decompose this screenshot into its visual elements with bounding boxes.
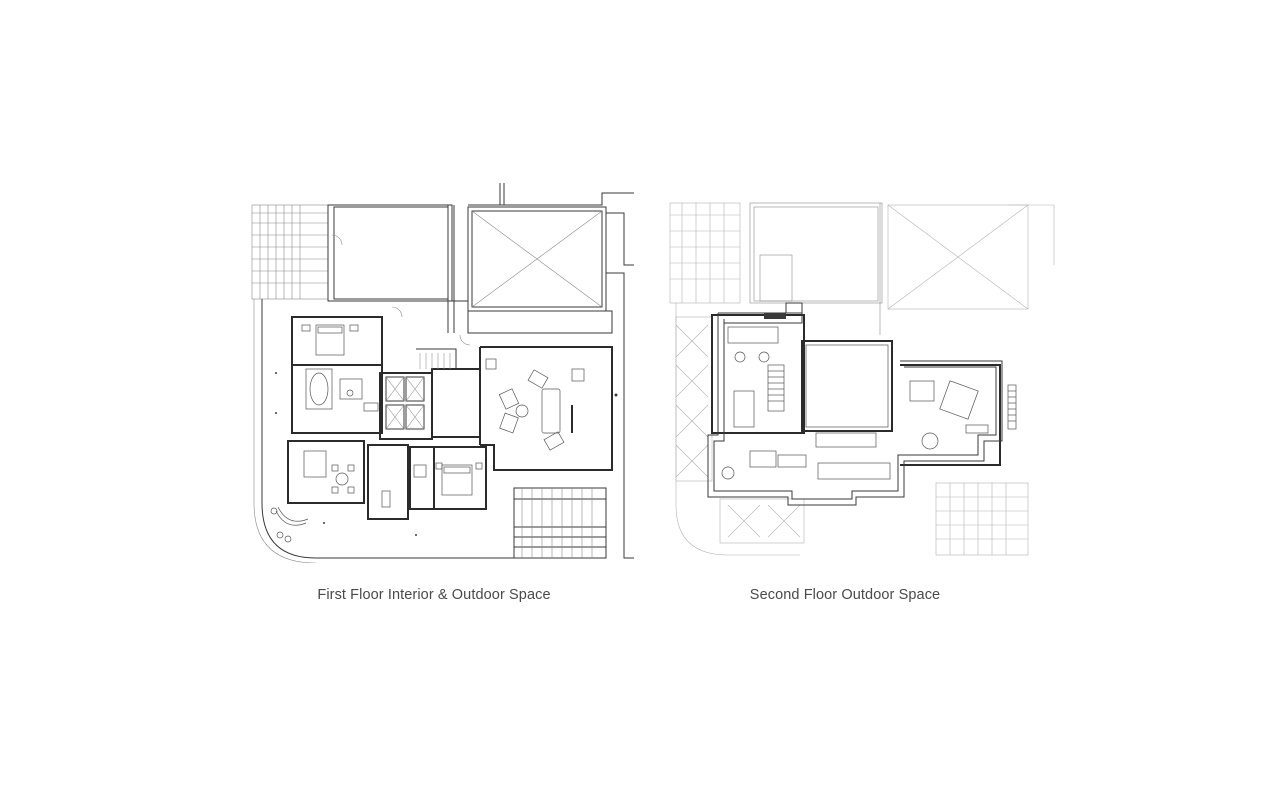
second-floor-plan-drawing [668, 185, 1060, 563]
living-furniture [485, 358, 585, 451]
terrace-furniture [270, 506, 309, 543]
second-floor-caption: Second Floor Outdoor Space [749, 587, 941, 603]
bath-fixtures [305, 368, 379, 412]
first-floor-caption: First Floor Interior & Outdoor Space [317, 587, 551, 603]
top-service-rooms [327, 183, 634, 559]
first-floor-plan-drawing [246, 183, 638, 563]
upper-structure [749, 202, 883, 335]
central-roof-block [801, 340, 893, 432]
outdoor-terrace-outline [707, 312, 1003, 506]
stair [767, 364, 785, 412]
bedroom-1-furniture [301, 324, 359, 356]
dining-furniture [303, 450, 355, 494]
upper-left-deck [251, 204, 329, 300]
lower-right-pergola [513, 487, 607, 559]
planter-perimeter [711, 314, 1001, 466]
terrace-outline [261, 299, 607, 559]
bedroom-2-furniture [381, 462, 483, 508]
interior-walls [287, 316, 613, 520]
faded-context [669, 202, 1055, 556]
terrace-furniture [721, 326, 1017, 480]
